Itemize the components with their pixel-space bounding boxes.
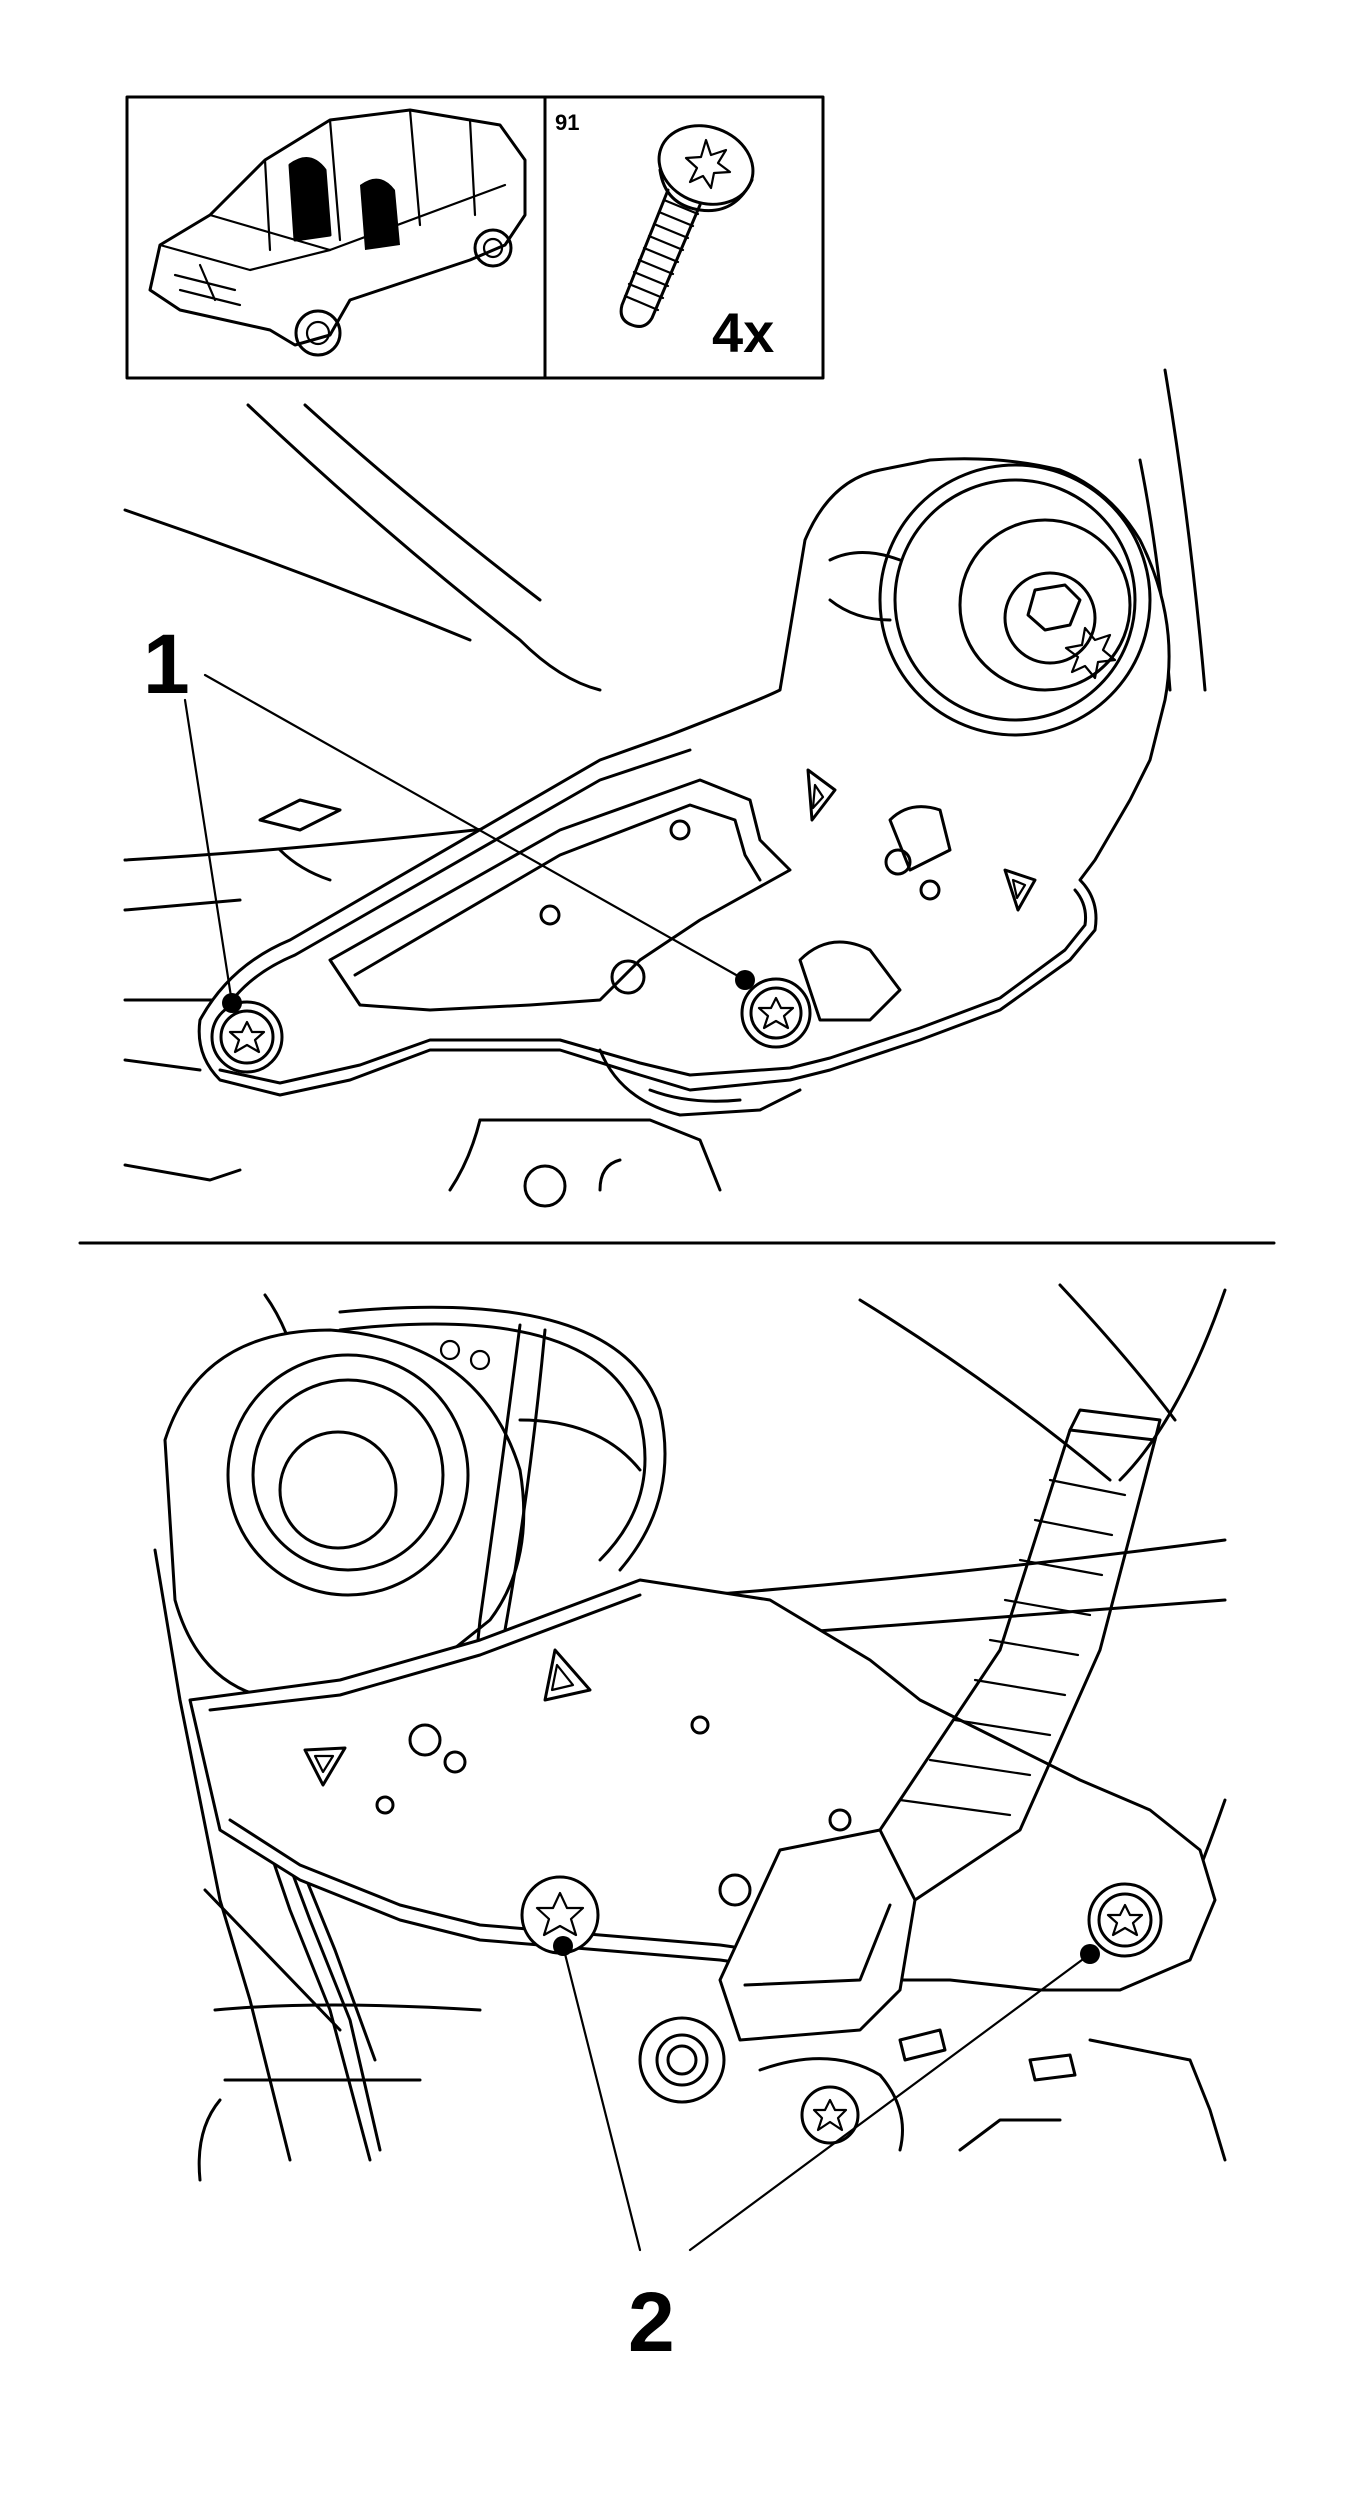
car-outline-icon bbox=[148, 108, 527, 357]
torx-screw-icon bbox=[619, 124, 755, 328]
inset-box bbox=[125, 95, 825, 380]
callout-2-label: 2 bbox=[628, 2275, 675, 2369]
quantity-label: 4x bbox=[712, 301, 775, 364]
top-illustration bbox=[123, 368, 1207, 1208]
callout-1-label: 1 bbox=[143, 617, 190, 711]
part-number-label: 91 bbox=[555, 110, 580, 135]
bottom-illustration bbox=[153, 1283, 1227, 2252]
